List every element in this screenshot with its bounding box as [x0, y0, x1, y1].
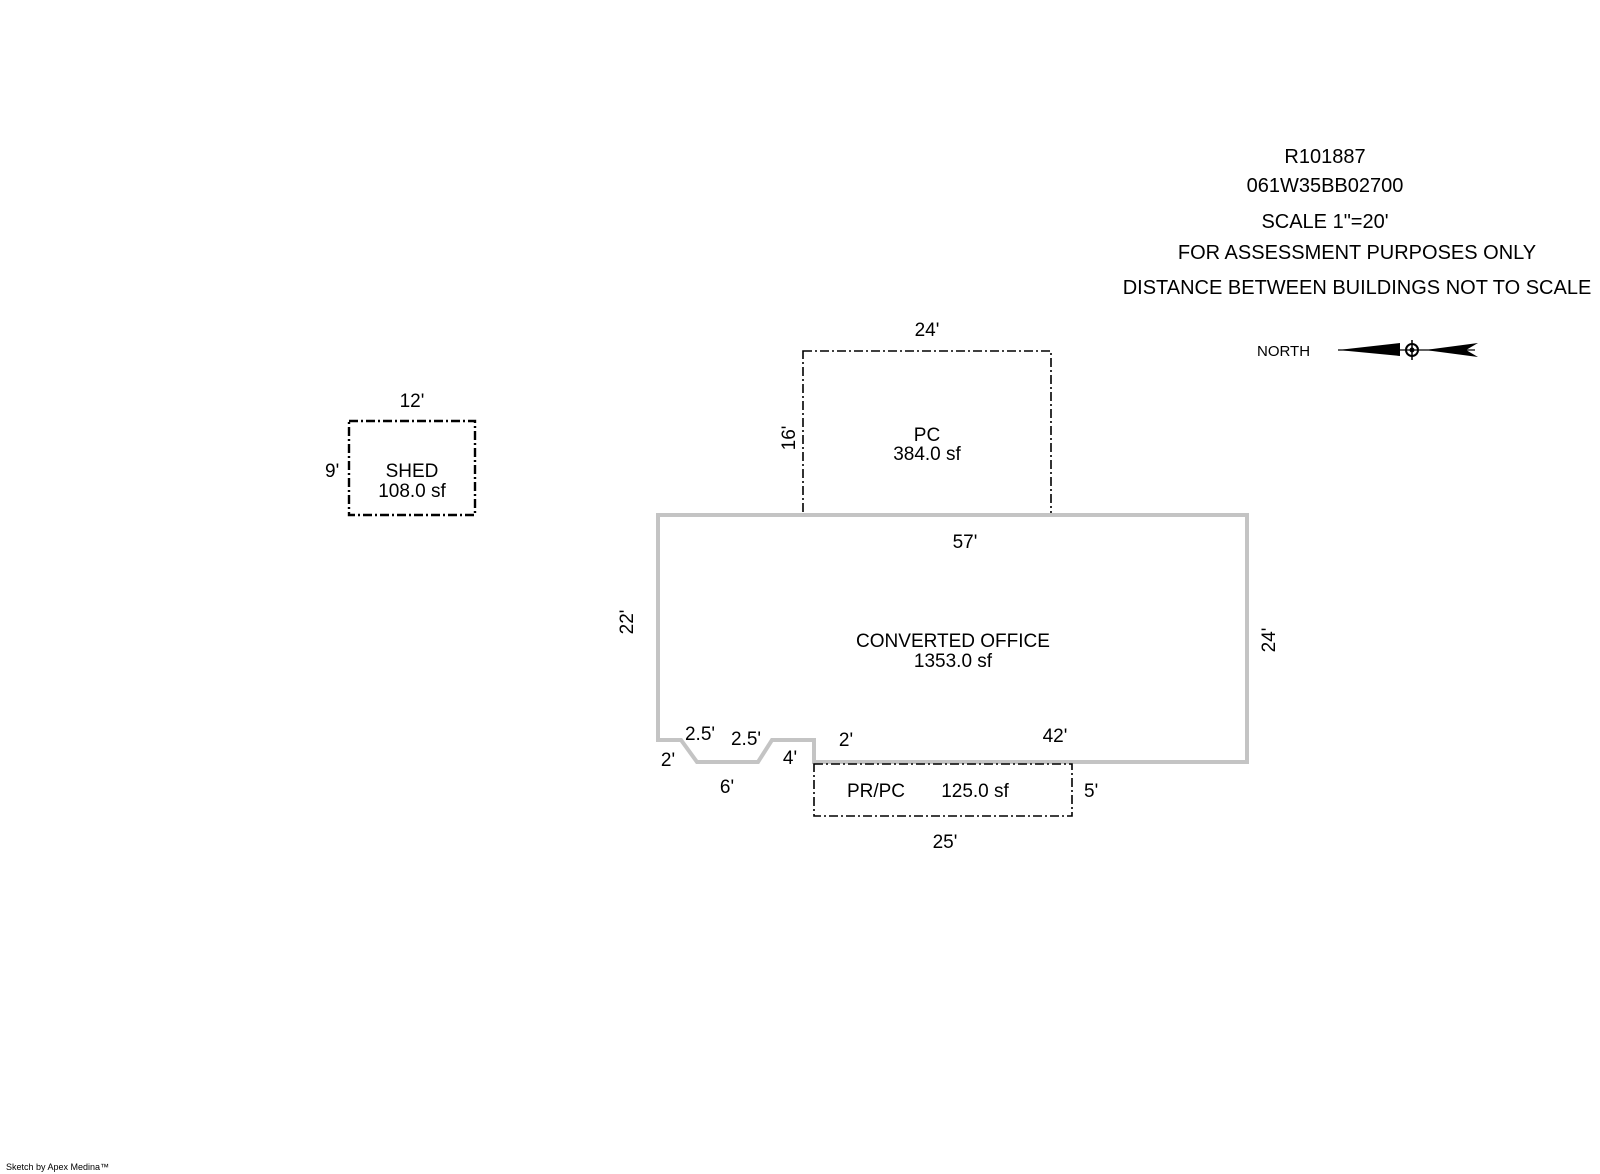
pc-name: PC [914, 425, 940, 446]
shed-name: SHED [386, 461, 439, 482]
office-dim-step-a: 2.5' [685, 724, 715, 745]
office-dim-bottom-right: 42' [1043, 726, 1068, 747]
north-label: NORTH [1257, 343, 1310, 360]
map-number: 061W35BB02700 [1247, 175, 1404, 197]
prpc-outline [813, 763, 1073, 817]
office-area: 1353.0 sf [914, 651, 993, 672]
pc-structure: PC 384.0 sf 24' 16' [779, 320, 1052, 516]
assessment-note: FOR ASSESSMENT PURPOSES ONLY [1178, 242, 1536, 264]
shed-dim-top: 12' [400, 391, 425, 412]
sketch-credit: Sketch by Apex Medina™ [6, 1162, 109, 1172]
shed-structure: SHED 108.0 sf 12' 9' [325, 391, 477, 517]
header-block: R101887 061W35BB02700 SCALE 1"=20' FOR A… [1123, 146, 1592, 299]
office-dim-right: 24' [1259, 628, 1280, 653]
shed-dim-left: 9' [325, 461, 339, 482]
office-dim-step-b: 2.5' [731, 729, 761, 750]
office-outline [656, 513, 1249, 764]
office-structure: CONVERTED OFFICE 1353.0 sf 57' 22' 24' 4… [617, 513, 1280, 798]
shed-outline [347, 419, 477, 517]
office-dim-notch-bottom: 6' [720, 777, 734, 798]
shed-area: 108.0 sf [378, 481, 446, 502]
office-dim-top: 57' [953, 532, 978, 553]
prpc-dim-bottom: 25' [933, 832, 958, 853]
office-dim-step-c: 2' [839, 730, 853, 751]
compass: NORTH [1257, 340, 1478, 360]
north-arrow-icon [1338, 340, 1478, 360]
office-name: CONVERTED OFFICE [856, 631, 1050, 652]
prpc-dim-right: 5' [1084, 781, 1098, 802]
office-dim-step-d: 2' [661, 750, 675, 771]
prpc-structure: PR/PC 125.0 sf 25' 5' [813, 763, 1098, 853]
office-dim-left: 22' [617, 610, 638, 635]
office-dim-notch-right: 4' [783, 748, 797, 769]
prpc-name: PR/PC [847, 781, 905, 802]
pc-dim-left: 16' [779, 426, 800, 451]
distance-note: DISTANCE BETWEEN BUILDINGS NOT TO SCALE [1123, 277, 1592, 299]
scale-label: SCALE 1"=20' [1261, 211, 1388, 233]
account-number: R101887 [1284, 146, 1365, 168]
pc-dim-top: 24' [915, 320, 940, 341]
prpc-area: 125.0 sf [941, 781, 1009, 802]
pc-area: 384.0 sf [893, 444, 961, 465]
